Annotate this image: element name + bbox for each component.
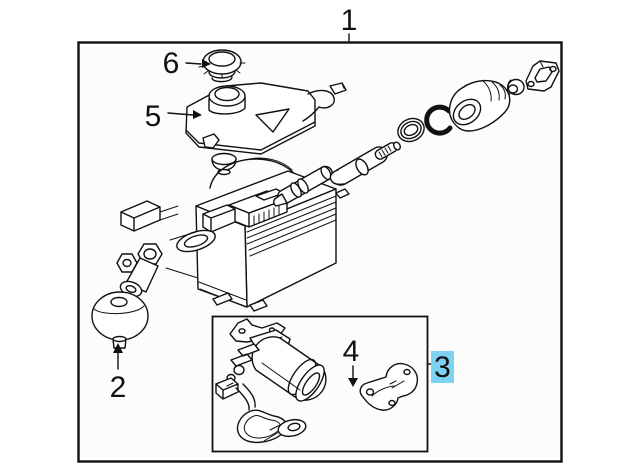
rod-port [335,188,350,199]
callout-6-arrowhead [202,59,211,68]
callout-5-arrowhead [193,110,202,119]
pushrod-segment-front [273,165,333,207]
callout-1-label: 1 [341,4,358,37]
reservoir-tank [185,82,347,155]
callout-6-arrow [185,62,202,65]
body-fins [246,195,337,257]
dust-boot [448,79,511,132]
wiring-harness [215,377,307,444]
threads [378,145,392,158]
callout-2-arrowhead [113,343,123,353]
callout-5-arrow [167,112,194,116]
reservoir-nipple [202,133,220,149]
callout-4-label: 4 [343,335,360,368]
snap-ring [424,104,453,136]
callout-3-label[interactable]: 3 [434,351,451,384]
callout-5-label: 5 [145,100,162,133]
port-fitting [137,243,163,265]
seal-washer [397,117,425,143]
callout-3-highlight[interactable] [431,351,454,383]
callout-4-arrowhead [348,378,358,387]
pushrod-segment-rear [329,141,401,186]
lock-nut [507,78,525,96]
callout-6-label: 6 [163,47,180,80]
accumulator-sphere [91,291,149,349]
mounting-bracket [359,362,419,411]
clevis-bracket [525,60,560,92]
reservoir-cap [198,49,246,83]
callout-2-label: 2 [110,371,127,404]
callout-3-group[interactable]: 3 [427,351,454,384]
mounting-feet [212,292,268,312]
connector-pins [253,205,280,225]
